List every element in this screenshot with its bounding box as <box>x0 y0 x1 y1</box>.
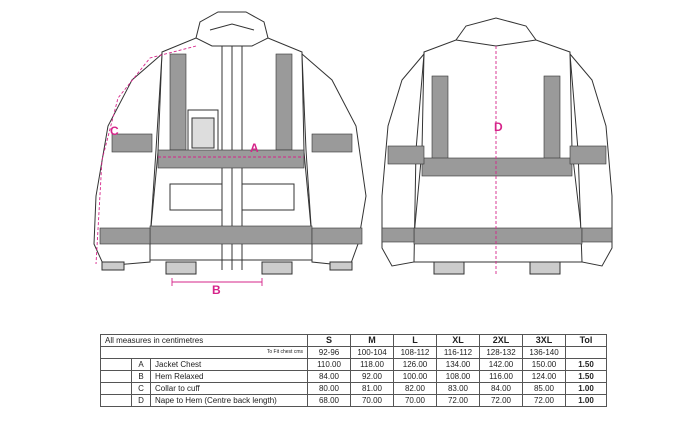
row-tol: 1.50 <box>565 358 607 371</box>
row-value: 142.00 <box>479 358 523 371</box>
table-title: All measures in centimetres <box>100 334 308 347</box>
row-value: 92.00 <box>350 370 394 383</box>
row-value: 81.00 <box>350 382 394 395</box>
table-row: B Hem Relaxed 84.00 92.00 100.00 108.00 … <box>100 370 607 383</box>
row-value: 70.00 <box>393 394 437 407</box>
row-value: 85.00 <box>522 382 566 395</box>
size-header-row: All measures in centimetres S M L XL 2XL… <box>100 334 607 347</box>
fit-chest-value: 116-112 <box>436 346 480 359</box>
table-row: A Jacket Chest 110.00 118.00 126.00 134.… <box>100 358 607 371</box>
measure-label-b: B <box>212 283 221 297</box>
fit-chest-value: 136-140 <box>522 346 566 359</box>
measure-label-d: D <box>494 120 503 134</box>
row-value: 84.00 <box>479 382 523 395</box>
fit-chest-value: 108-112 <box>393 346 437 359</box>
fit-chest-label: To Fit chest cms <box>100 346 308 359</box>
row-value: 83.00 <box>436 382 480 395</box>
row-value: 118.00 <box>350 358 394 371</box>
row-value: 68.00 <box>307 394 351 407</box>
row-name: Jacket Chest <box>150 358 308 371</box>
fit-chest-value: 128-132 <box>479 346 523 359</box>
row-value: 110.00 <box>307 358 351 371</box>
table-row: C Collar to cuff 80.00 81.00 82.00 83.00… <box>100 382 607 395</box>
fit-chest-value: 100-104 <box>350 346 394 359</box>
back-reflective-tape <box>381 75 613 245</box>
measure-label-c: C <box>110 124 119 138</box>
size-s: S <box>307 334 351 347</box>
row-value: 134.00 <box>436 358 480 371</box>
row-name: Nape to Hem (Centre back length) <box>150 394 308 407</box>
row-value: 100.00 <box>393 370 437 383</box>
row-spacer <box>100 394 132 407</box>
measurement-lines <box>95 45 497 286</box>
row-spacer <box>100 370 132 383</box>
row-value: 126.00 <box>393 358 437 371</box>
size-xl: XL <box>436 334 480 347</box>
row-name: Hem Relaxed <box>150 370 308 383</box>
size-l: L <box>393 334 437 347</box>
tol-header: Tol <box>565 334 607 347</box>
row-value: 116.00 <box>479 370 523 383</box>
row-code: A <box>131 358 151 371</box>
fit-chest-tol <box>565 346 607 359</box>
row-value: 80.00 <box>307 382 351 395</box>
jacket-measurement-diagram: A B C D <box>93 11 613 297</box>
row-value: 72.00 <box>479 394 523 407</box>
row-code: B <box>131 370 151 383</box>
size-m: M <box>350 334 394 347</box>
row-value: 72.00 <box>522 394 566 407</box>
row-tol: 1.00 <box>565 382 607 395</box>
row-tol: 1.50 <box>565 370 607 383</box>
row-value: 108.00 <box>436 370 480 383</box>
row-value: 70.00 <box>350 394 394 407</box>
measure-label-a: A <box>250 141 259 155</box>
table-row: D Nape to Hem (Centre back length) 68.00… <box>100 394 607 407</box>
fit-chest-row: To Fit chest cms 92-96 100-104 108-112 1… <box>100 346 607 359</box>
row-code: D <box>131 394 151 407</box>
row-value: 72.00 <box>436 394 480 407</box>
size-2xl: 2XL <box>479 334 523 347</box>
row-value: 124.00 <box>522 370 566 383</box>
row-name: Collar to cuff <box>150 382 308 395</box>
row-tol: 1.00 <box>565 394 607 407</box>
size-chart-table: All measures in centimetres S M L XL 2XL… <box>100 334 607 407</box>
row-code: C <box>131 382 151 395</box>
row-value: 84.00 <box>307 370 351 383</box>
front-reflective-tape <box>99 53 363 245</box>
row-spacer <box>100 358 132 371</box>
row-value: 82.00 <box>393 382 437 395</box>
size-3xl: 3XL <box>522 334 566 347</box>
fit-chest-value: 92-96 <box>307 346 351 359</box>
row-spacer <box>100 382 132 395</box>
jacket-back-view <box>381 17 613 275</box>
row-value: 150.00 <box>522 358 566 371</box>
